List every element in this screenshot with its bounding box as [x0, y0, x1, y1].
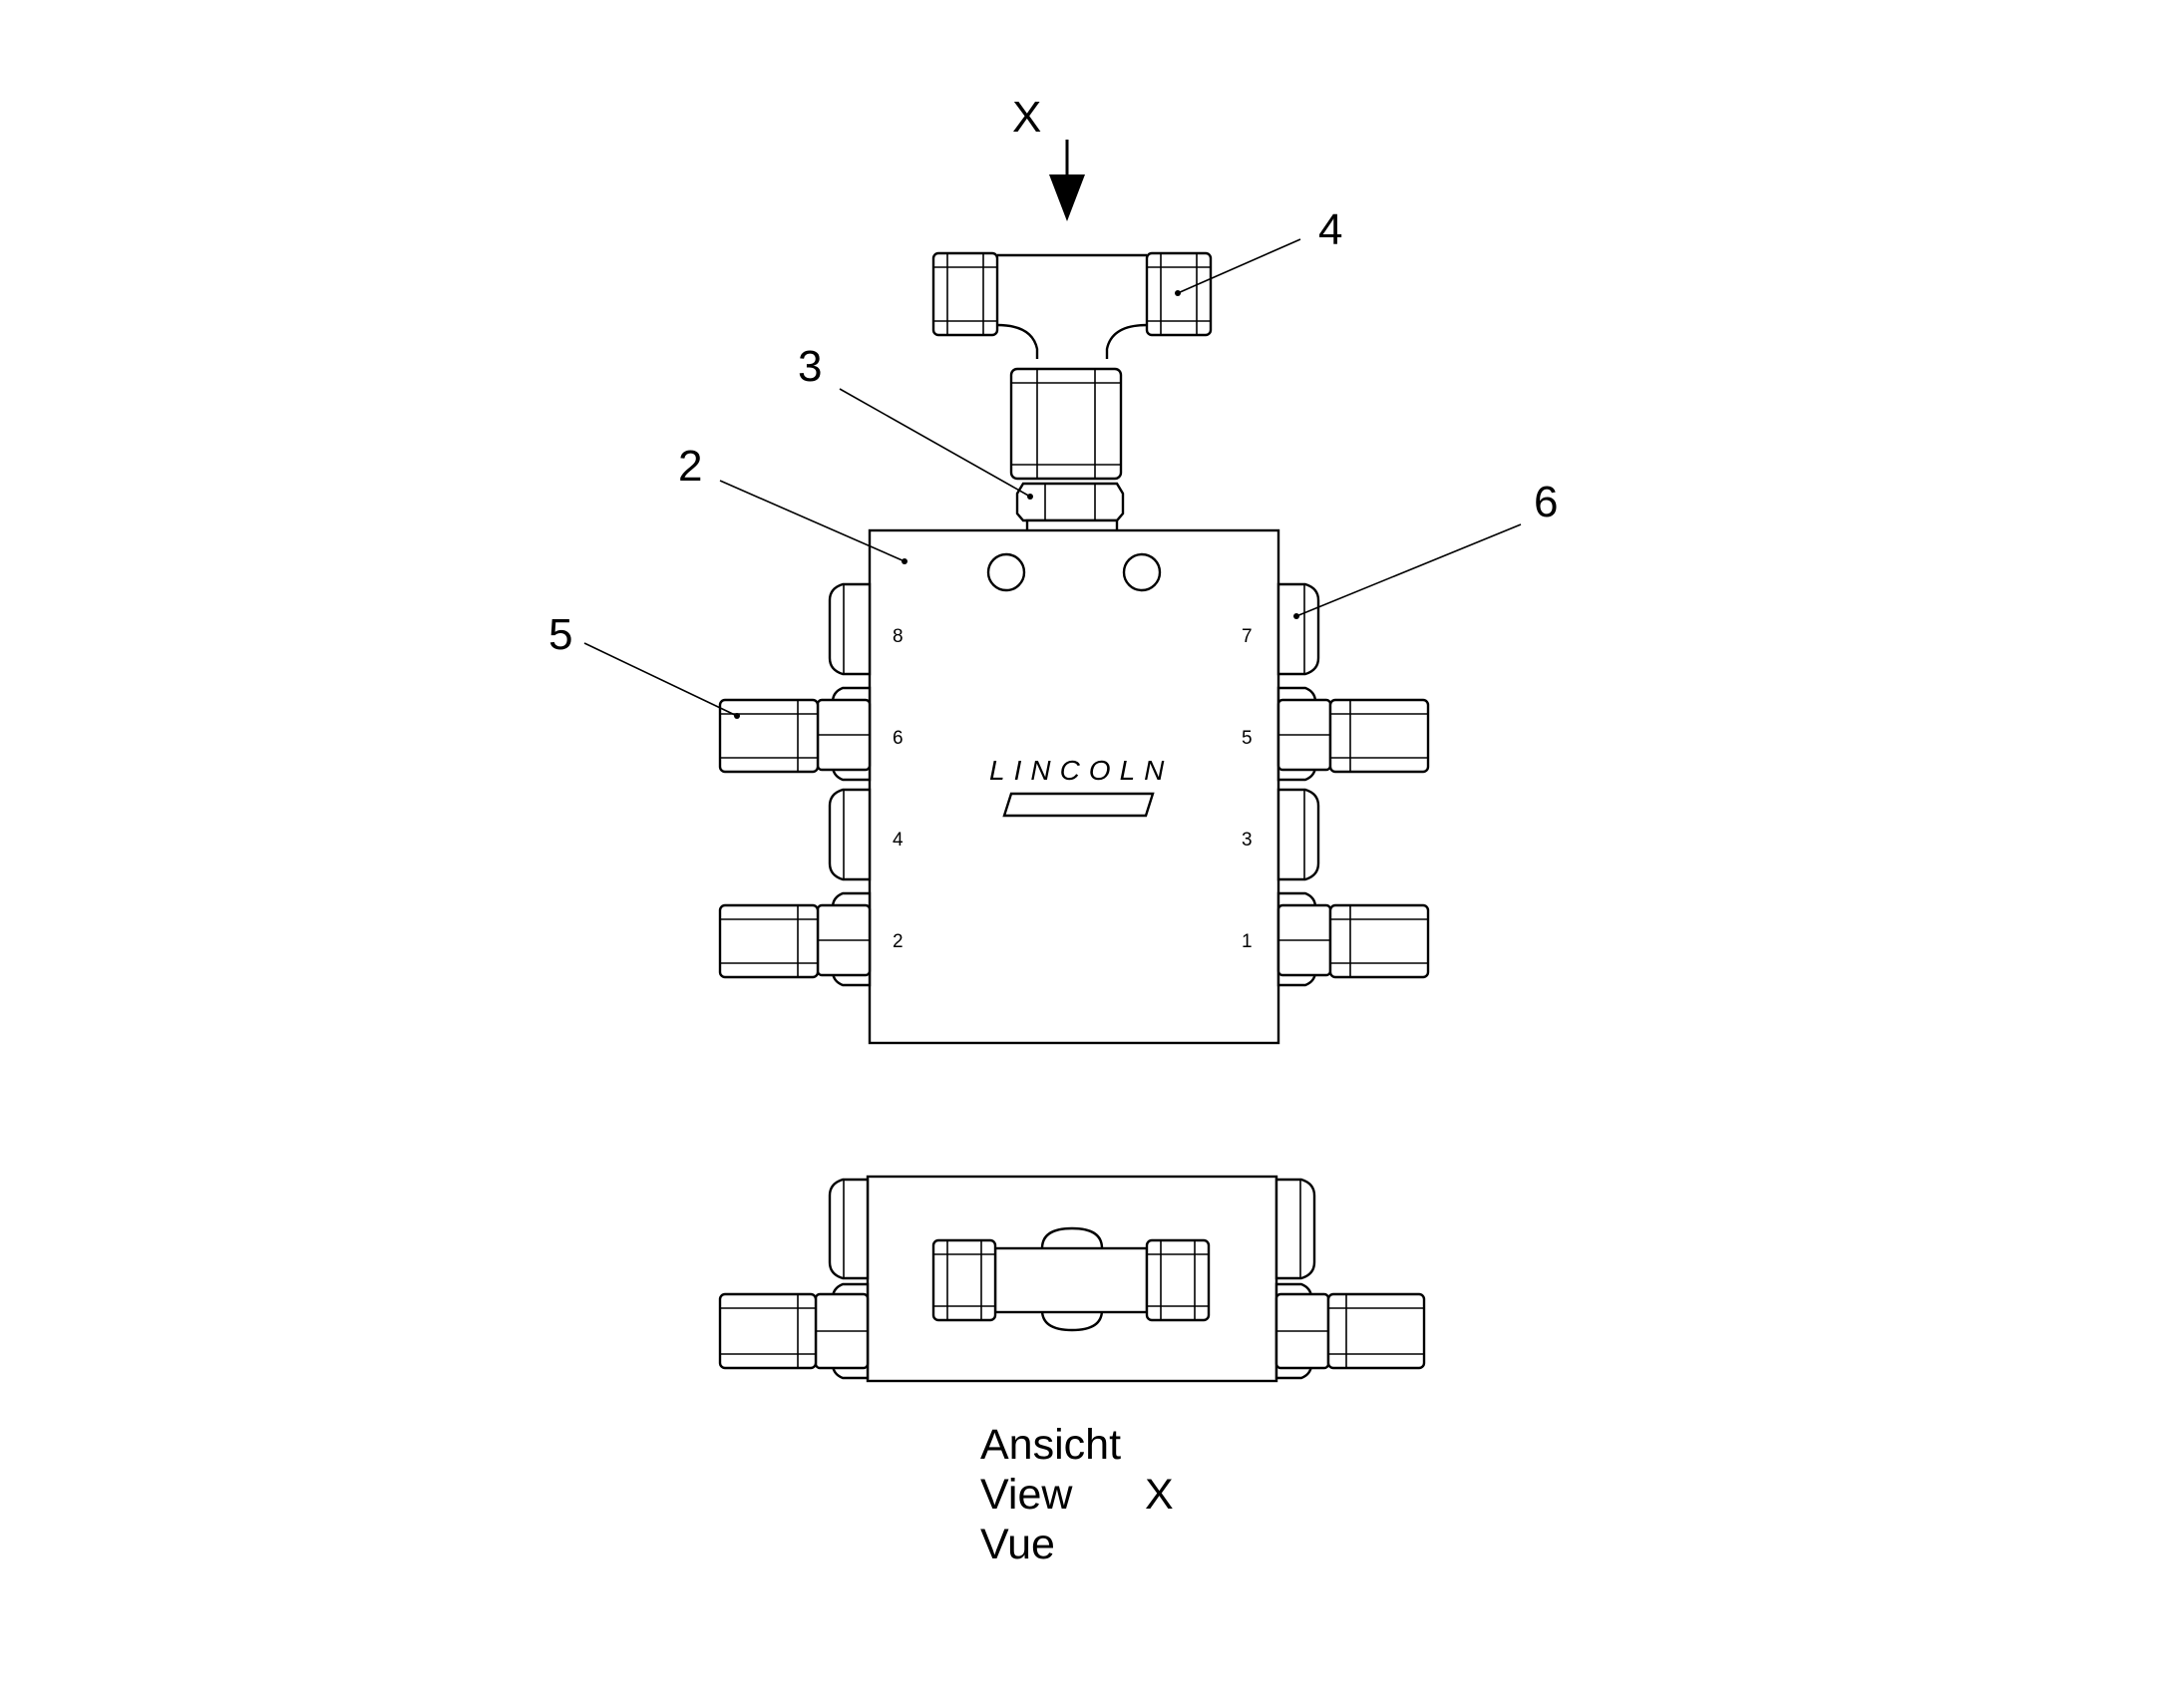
caption-line-vue: Vue	[980, 1521, 1055, 1568]
callout-label-2: 2	[678, 442, 702, 491]
callout-3: 3	[798, 342, 1033, 500]
view-marker-label: X	[1012, 93, 1041, 142]
port-label-3: 3	[1242, 830, 1253, 851]
callout-label-5: 5	[548, 610, 572, 659]
port-label-7: 7	[1242, 626, 1253, 647]
caption-marker-x: X	[1145, 1471, 1174, 1519]
left-fitting-2	[718, 891, 872, 987]
callout-label-3: 3	[798, 342, 822, 391]
view-x	[718, 1175, 1426, 1383]
callout-label-4: 4	[1318, 205, 1342, 254]
right-plug-lower	[1276, 788, 1320, 881]
brand-logo-bar	[1002, 792, 1155, 818]
arrow-head	[1049, 174, 1085, 221]
callout-label-6: 6	[1534, 478, 1558, 526]
caption-line-ansicht: Ansicht	[980, 1421, 1121, 1469]
caption-line-view: View	[980, 1471, 1073, 1519]
right-plug-upper	[1276, 582, 1320, 676]
callout-5: 5	[548, 610, 740, 719]
callout-2: 2	[678, 442, 908, 564]
port-label-8: 8	[893, 626, 904, 647]
left-plug-upper	[828, 582, 872, 676]
view-caption: Ansicht View X Vue	[980, 1421, 1174, 1568]
brand-logo-text: LINCOLN	[989, 755, 1173, 786]
right-fitting-1	[1276, 891, 1430, 987]
callout-4: 4	[1175, 205, 1342, 296]
tee-fitting	[931, 251, 1213, 359]
left-fitting-6	[718, 686, 872, 782]
port-label-2: 2	[893, 931, 904, 952]
right-fitting-5	[1276, 686, 1430, 782]
upper-nut-assembly	[1009, 367, 1125, 534]
view-arrow: X	[1012, 93, 1085, 221]
port-label-6: 6	[893, 728, 904, 749]
distributor-block: 8 7 6 5 4 3 2 1 LINCOLN	[868, 528, 1280, 1045]
left-plug-lower	[828, 788, 872, 881]
port-label-5: 5	[1242, 728, 1253, 749]
port-label-1: 1	[1242, 931, 1253, 952]
callout-6: 6	[1293, 478, 1558, 619]
port-label-4: 4	[893, 830, 904, 851]
